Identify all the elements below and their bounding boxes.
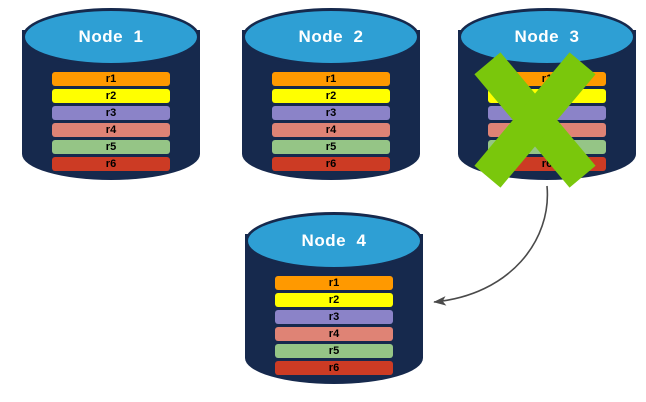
node-4-rows: r1 r2 r3 r4 r5 r6 [275, 276, 393, 375]
row-r6[interactable]: r6 [52, 157, 170, 171]
row-r4[interactable]: r4 [272, 123, 390, 137]
row-r2[interactable]: r2 [272, 89, 390, 103]
node-2-label: Node 2 [298, 27, 364, 46]
node-3-rows: r1 r2 r3 r4 r5 r6 [488, 72, 606, 171]
node-2-cylinder-top [242, 8, 420, 66]
node-4-cylinder-top [245, 212, 423, 270]
row-r3[interactable]: r3 [52, 106, 170, 120]
row-r5[interactable]: r5 [275, 344, 393, 358]
node-1[interactable]: Node 1 r1 r2 r3 r4 r5 r6 [22, 8, 200, 180]
row-r2[interactable]: r2 [275, 293, 393, 307]
row-r1[interactable]: r1 [488, 72, 606, 86]
row-r1[interactable]: r1 [52, 72, 170, 86]
node-1-label: Node 1 [78, 27, 144, 46]
row-r3[interactable]: r3 [488, 106, 606, 120]
row-r1[interactable]: r1 [272, 72, 390, 86]
row-r3[interactable]: r3 [275, 310, 393, 324]
row-r3[interactable]: r3 [272, 106, 390, 120]
row-r5[interactable]: r5 [272, 140, 390, 154]
row-r1[interactable]: r1 [275, 276, 393, 290]
row-r6[interactable]: r6 [275, 361, 393, 375]
row-r5[interactable]: r5 [488, 140, 606, 154]
row-r5[interactable]: r5 [52, 140, 170, 154]
row-r6[interactable]: r6 [272, 157, 390, 171]
row-r2[interactable]: r2 [488, 89, 606, 103]
node-1-cylinder-top [22, 8, 200, 66]
node-1-rows: r1 r2 r3 r4 r5 r6 [52, 72, 170, 171]
row-r4[interactable]: r4 [275, 327, 393, 341]
row-r4[interactable]: r4 [488, 123, 606, 137]
node-4-label: Node 4 [301, 231, 367, 250]
node-2-rows: r1 r2 r3 r4 r5 r6 [272, 72, 390, 171]
node-3[interactable]: Node 3 r1 r2 r3 r4 r5 r6 [458, 8, 636, 180]
node-4[interactable]: Node 4 r1 r2 r3 r4 r5 r6 [245, 212, 423, 384]
row-r2[interactable]: r2 [52, 89, 170, 103]
node-2[interactable]: Node 2 r1 r2 r3 r4 r5 r6 [242, 8, 420, 180]
row-r4[interactable]: r4 [52, 123, 170, 137]
replication-arrow-path [433, 185, 549, 306]
node-3-label: Node 3 [514, 27, 580, 46]
row-r6[interactable]: r6 [488, 157, 606, 171]
